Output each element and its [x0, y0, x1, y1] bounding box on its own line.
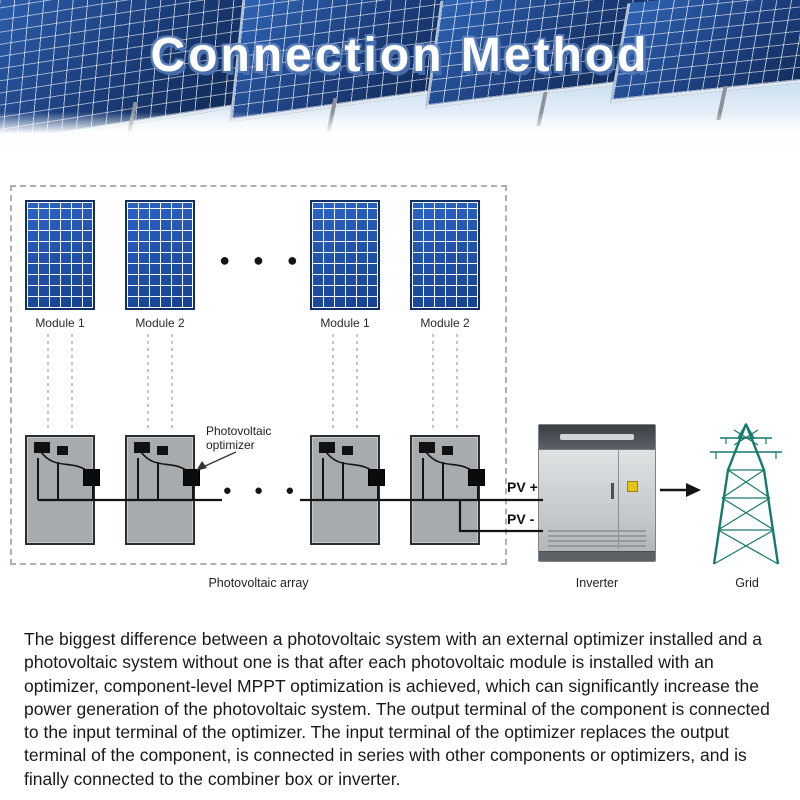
pv-module-3 — [310, 200, 380, 310]
warning-sticker — [627, 481, 639, 492]
inverter-base — [539, 551, 655, 561]
junction-box — [134, 442, 150, 453]
grid-tower-illustration — [710, 422, 782, 565]
ellipsis-dots: ● ● ● — [219, 250, 307, 270]
inverter-display — [559, 434, 635, 440]
optimized-module-4 — [410, 435, 485, 545]
junction-box — [342, 446, 353, 455]
optimizer-box — [183, 469, 200, 486]
junction-box — [442, 446, 453, 455]
inverter-top-panel — [539, 425, 655, 450]
pv-plus-label: PV + — [507, 479, 538, 495]
junction-box — [157, 446, 168, 455]
inverter-vents — [548, 527, 646, 547]
description-text: The biggest difference between a photovo… — [24, 629, 770, 789]
junction-box — [57, 446, 68, 455]
optimized-module-3 — [310, 435, 385, 545]
module-label: Module 1 — [35, 316, 85, 330]
junction-box — [419, 442, 435, 453]
junction-box — [319, 442, 335, 453]
inverter-caption: Inverter — [575, 576, 619, 590]
optimizer-box — [83, 469, 100, 486]
pv-minus-label: PV - — [507, 511, 535, 527]
module-label: Module 2 — [420, 316, 470, 330]
snow-graphic — [0, 112, 800, 148]
inverter-door-divider — [617, 449, 619, 549]
array-caption: Photovoltaic array — [208, 576, 309, 590]
ellipsis-dots: ● ● ● — [222, 482, 304, 499]
module-label: Module 1 — [320, 316, 370, 330]
pv-module-2 — [125, 200, 195, 310]
optimized-module-2 — [125, 435, 200, 545]
flow-arrow-icon — [660, 483, 701, 497]
banner-photo: Connection Method — [0, 0, 800, 148]
grid-caption: Grid — [735, 576, 759, 590]
optimizer-box — [368, 469, 385, 486]
optimizer-box — [468, 469, 485, 486]
optimized-module-1 — [25, 435, 100, 545]
pv-module-4 — [410, 200, 480, 310]
pv-module-1 — [25, 200, 95, 310]
optimizer-label: Photovoltaic optimizer — [206, 424, 272, 453]
module-label: Module 2 — [135, 316, 185, 330]
inverter-illustration — [538, 424, 656, 562]
junction-box — [34, 442, 50, 453]
page-title: Connection Method — [150, 29, 650, 82]
inverter-handle — [610, 483, 614, 499]
